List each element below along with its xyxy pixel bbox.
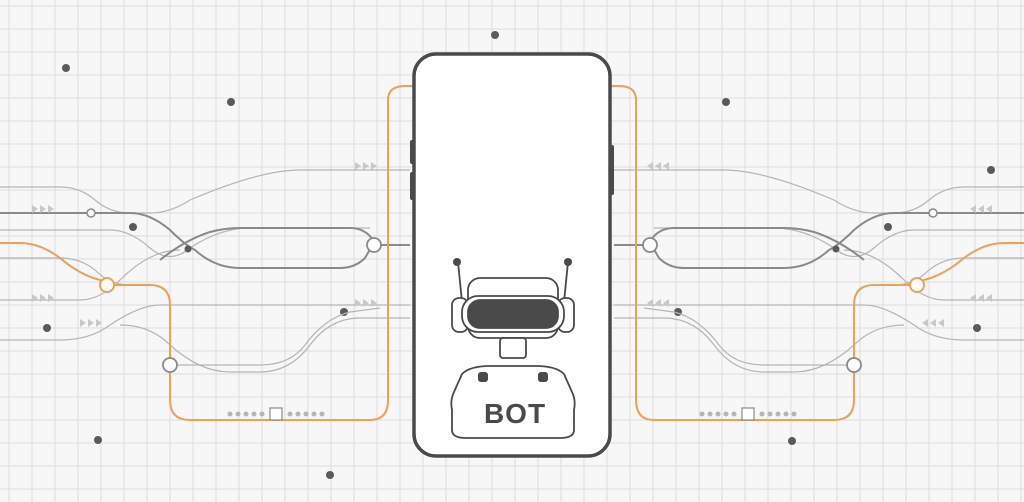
- robot-label: BOT: [483, 398, 547, 429]
- smartphone-icon: [410, 52, 614, 458]
- robot-icon: [450, 258, 576, 439]
- left-dot-indicator: [227, 407, 325, 421]
- left-circuit-lines: [0, 85, 414, 421]
- right-circuit-lines: [610, 85, 1024, 421]
- scatter-dots: [43, 31, 995, 479]
- left-chevrons: [32, 162, 377, 327]
